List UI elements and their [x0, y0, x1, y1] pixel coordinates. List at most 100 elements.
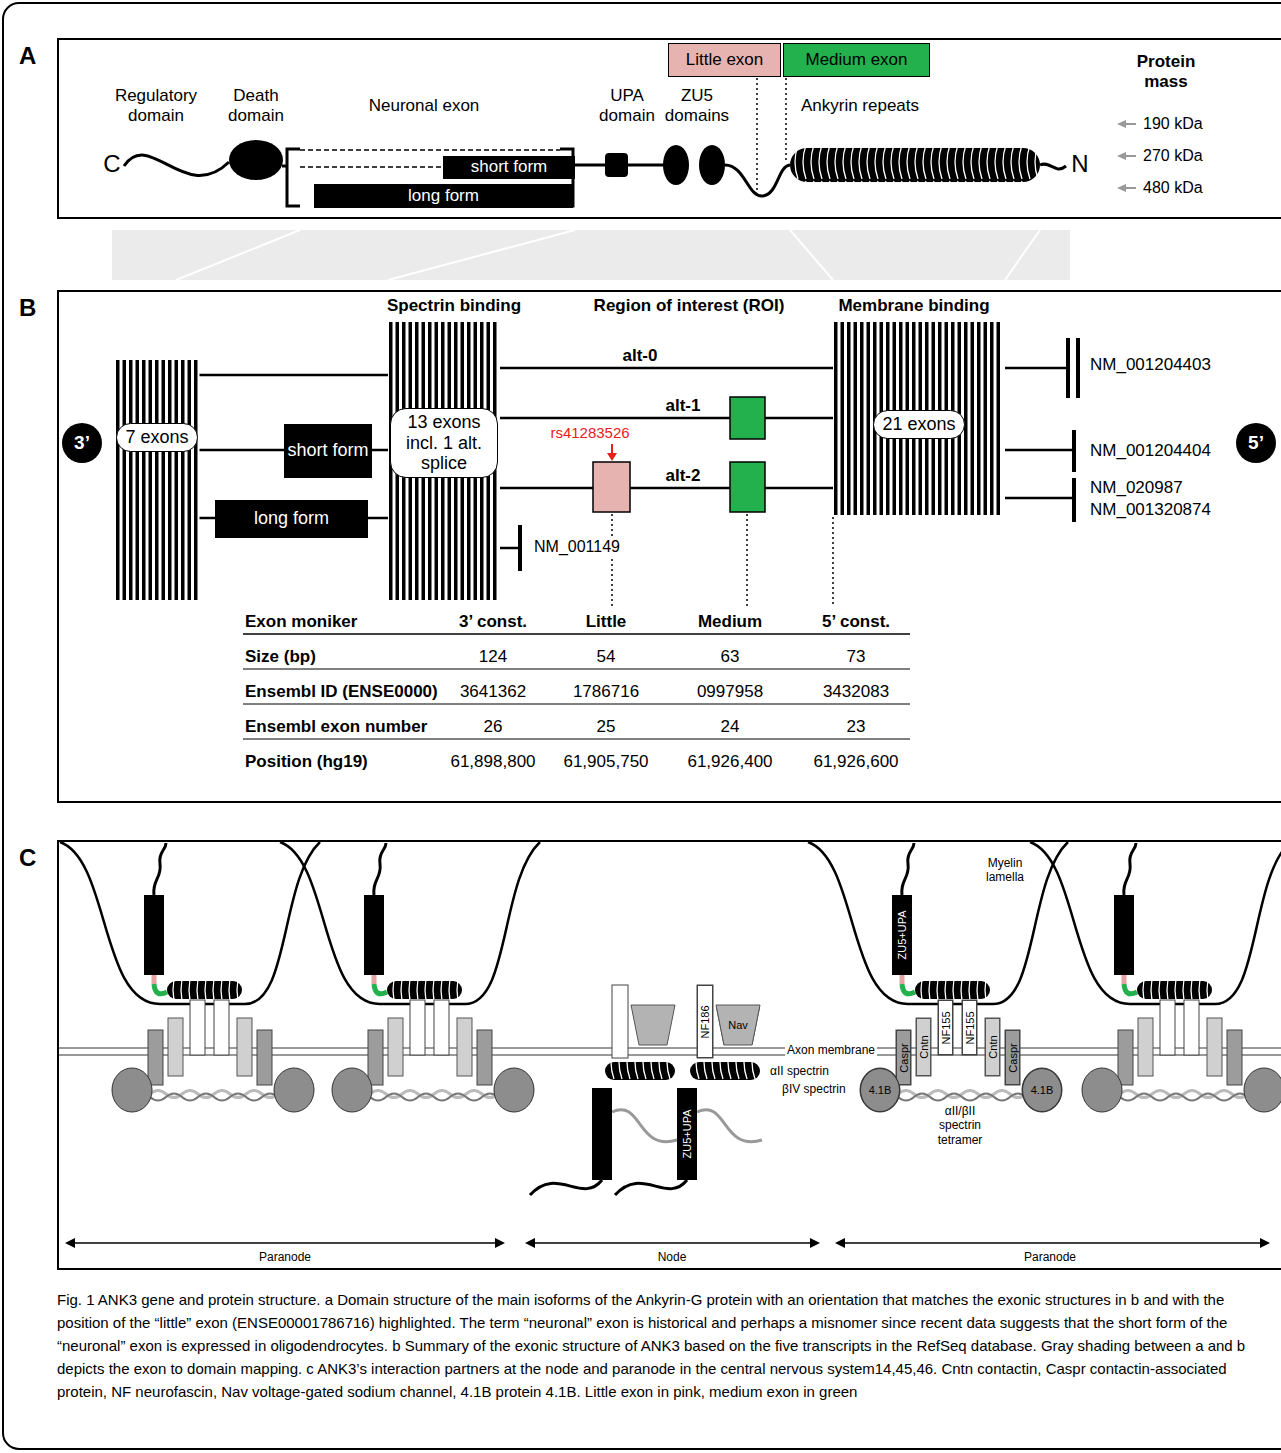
polygon-shape [1260, 1238, 1270, 1248]
domain-label: UPA domain [594, 86, 660, 127]
exon-bar [122, 360, 126, 600]
table-cell: 3432083 [823, 682, 889, 702]
exon-bar [841, 322, 845, 515]
table-column-header: Little [586, 612, 627, 632]
terminus-circle: 5’ [1236, 423, 1276, 463]
exon-block: 21 exons [833, 322, 1005, 515]
transcript-label: NM_001320874 [1090, 500, 1211, 520]
medium-exon-box: Medium exon [783, 43, 930, 77]
use-shape [530, 985, 677, 1195]
structure-label: Axon membrane [785, 1043, 877, 1057]
connector [200, 374, 389, 377]
node-label: 5’ [1248, 433, 1264, 454]
node-label: Little exon [686, 51, 764, 70]
line-shape [300, 166, 443, 168]
ankyrin-g-box: ZU5+UPA [677, 1088, 697, 1180]
neurofascin-box: NF155 [962, 1000, 977, 1055]
line-shape [500, 547, 518, 550]
ellipse-shape [229, 140, 283, 180]
domain-label: Ankyrin repeats [801, 96, 919, 116]
terminus-label: N [1071, 150, 1088, 179]
exon-bar [964, 322, 968, 515]
node-label: 13 exons incl. 1 alt. splice [390, 408, 498, 478]
isoform-bar: long form [314, 184, 573, 208]
exon-bar [155, 360, 159, 600]
node-label: NF186 [700, 1005, 711, 1038]
neurofascin-box: NF186 [697, 985, 713, 1058]
domain-label: Regulatory domain [101, 86, 211, 127]
region-heading: Membrane binding [838, 296, 989, 316]
path-shape [1040, 164, 1066, 169]
node-label: long form [254, 509, 329, 529]
node-label: Cntn [918, 1035, 929, 1058]
node-label: short form [287, 441, 368, 461]
connector [372, 449, 388, 452]
exon-bar [847, 322, 851, 515]
table-cell: 0997958 [697, 682, 763, 702]
polygon-shape [65, 1238, 75, 1248]
exon-bar [129, 360, 133, 600]
exon-bar [142, 360, 146, 600]
line-shape [243, 704, 910, 705]
domain-label: ZU5 domains [662, 86, 732, 127]
path-shape [176, 230, 1040, 280]
transcript-label: NM_001149 [532, 537, 622, 556]
line-shape [840, 1242, 1265, 1244]
medium-exon-mark [730, 462, 765, 512]
panel-frame: CZU5+UPANF186NavZU5+UPANF155NF155CntnCnt… [57, 840, 1281, 1270]
table-cell: 3641362 [460, 682, 526, 702]
terminus-circle: 3’ [62, 423, 102, 463]
table-cell: 26 [484, 717, 503, 737]
connector [500, 487, 833, 490]
exon-bar [187, 360, 191, 600]
node-label: short form [471, 158, 548, 177]
exon-bar [168, 360, 172, 600]
line-shape [756, 78, 758, 192]
line-shape [70, 1242, 500, 1244]
terminus-label: C [103, 150, 120, 179]
exon-bar [834, 322, 838, 515]
rect-shape [1066, 338, 1070, 398]
path-shape [124, 155, 229, 175]
polygon-shape [835, 1238, 845, 1248]
use-shape [60, 842, 320, 1112]
exon-bars [115, 360, 200, 600]
ankyrin-g-box: ZU5+UPA [892, 895, 912, 975]
exon-block: 7 exons [115, 360, 200, 600]
protein-41b: 4.1B [860, 1068, 900, 1112]
region-label: Paranode [1024, 1250, 1076, 1264]
line-shape [1005, 367, 1066, 370]
exon-bar [854, 322, 858, 515]
table-cell: 61,926,400 [687, 752, 772, 772]
contactin-box: Cntn [985, 1018, 1000, 1076]
caspr-box: Caspr [1005, 1030, 1020, 1085]
table-cell: 61,926,600 [813, 752, 898, 772]
isoform-bar: short form [443, 156, 575, 179]
mass-heading: Protein mass [1116, 52, 1216, 93]
region-label: Node [658, 1250, 687, 1264]
line-shape [1005, 449, 1072, 452]
table-row-header: Ensembl exon number [245, 717, 427, 737]
rect-shape [790, 148, 1040, 182]
table-cell: 1786716 [573, 682, 639, 702]
path-shape [287, 149, 300, 206]
line-shape [785, 78, 787, 162]
line-shape [243, 633, 910, 635]
use-shape [1030, 842, 1281, 1112]
exon-bar [135, 360, 139, 600]
structure-label: αII spectrin [770, 1064, 829, 1078]
table-cell: 124 [479, 647, 507, 667]
polygon-shape [525, 1238, 535, 1248]
table-cell: 63 [721, 647, 740, 667]
node-label: ZU5+UPA [897, 910, 908, 959]
polygon-shape [1117, 152, 1126, 160]
panel-letter: C [19, 844, 36, 872]
node-label: 4.1B [1031, 1084, 1054, 1096]
edge-label: alt-1 [664, 396, 703, 416]
node-label: Nav [728, 1019, 748, 1031]
structure-label: αII/βII spectrin tetramer [927, 1104, 993, 1147]
rect-shape [1072, 430, 1076, 472]
exon-bar [181, 360, 185, 600]
use-shape [808, 842, 1068, 1112]
